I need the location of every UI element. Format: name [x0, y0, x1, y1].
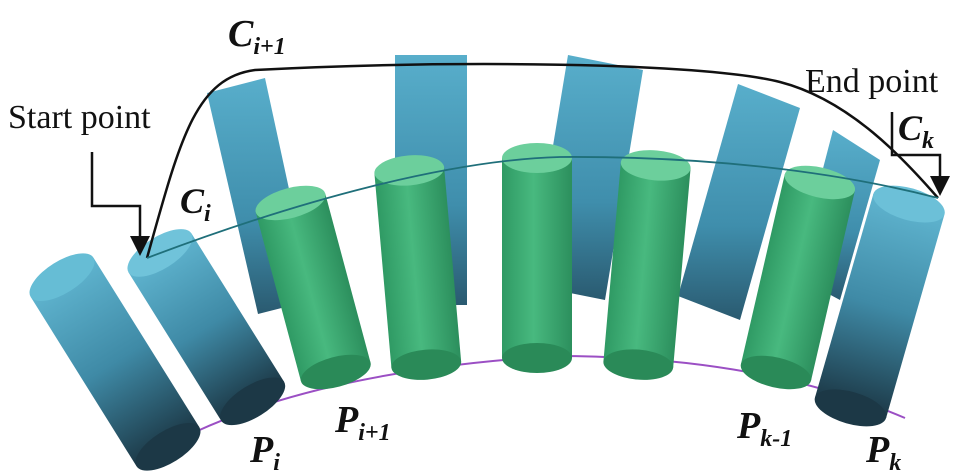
green-cylinder-2: [374, 155, 462, 380]
label-p-k-minus-1: Pk-1: [736, 405, 792, 452]
end-point-label: End point: [805, 63, 939, 100]
curve-c-i: [146, 156, 939, 259]
label-c-i-plus-1: Ci+1: [228, 13, 286, 60]
green-cylinder-4: [603, 150, 691, 380]
green-cylinder-1: [255, 185, 371, 390]
back-blue-cylinder-4: [678, 84, 800, 320]
label-c-k: Ck: [898, 108, 934, 154]
label-p-i-plus-1: Pi+1: [334, 399, 391, 446]
end-point-arrow: [890, 112, 950, 196]
curve-c-i-plus-1: [145, 62, 939, 259]
start-point-arrow: [90, 152, 150, 256]
label-p-i: Pi: [249, 429, 280, 476]
label-c-i: Ci: [180, 181, 211, 227]
start-point-label: Start point: [8, 99, 151, 136]
green-cylinder-5: [740, 165, 856, 390]
label-p-k: Pk: [865, 429, 901, 476]
front-blue-cylinder-1: [29, 253, 201, 471]
green-cylinders: [255, 143, 856, 390]
green-cylinder-3: [502, 143, 572, 373]
